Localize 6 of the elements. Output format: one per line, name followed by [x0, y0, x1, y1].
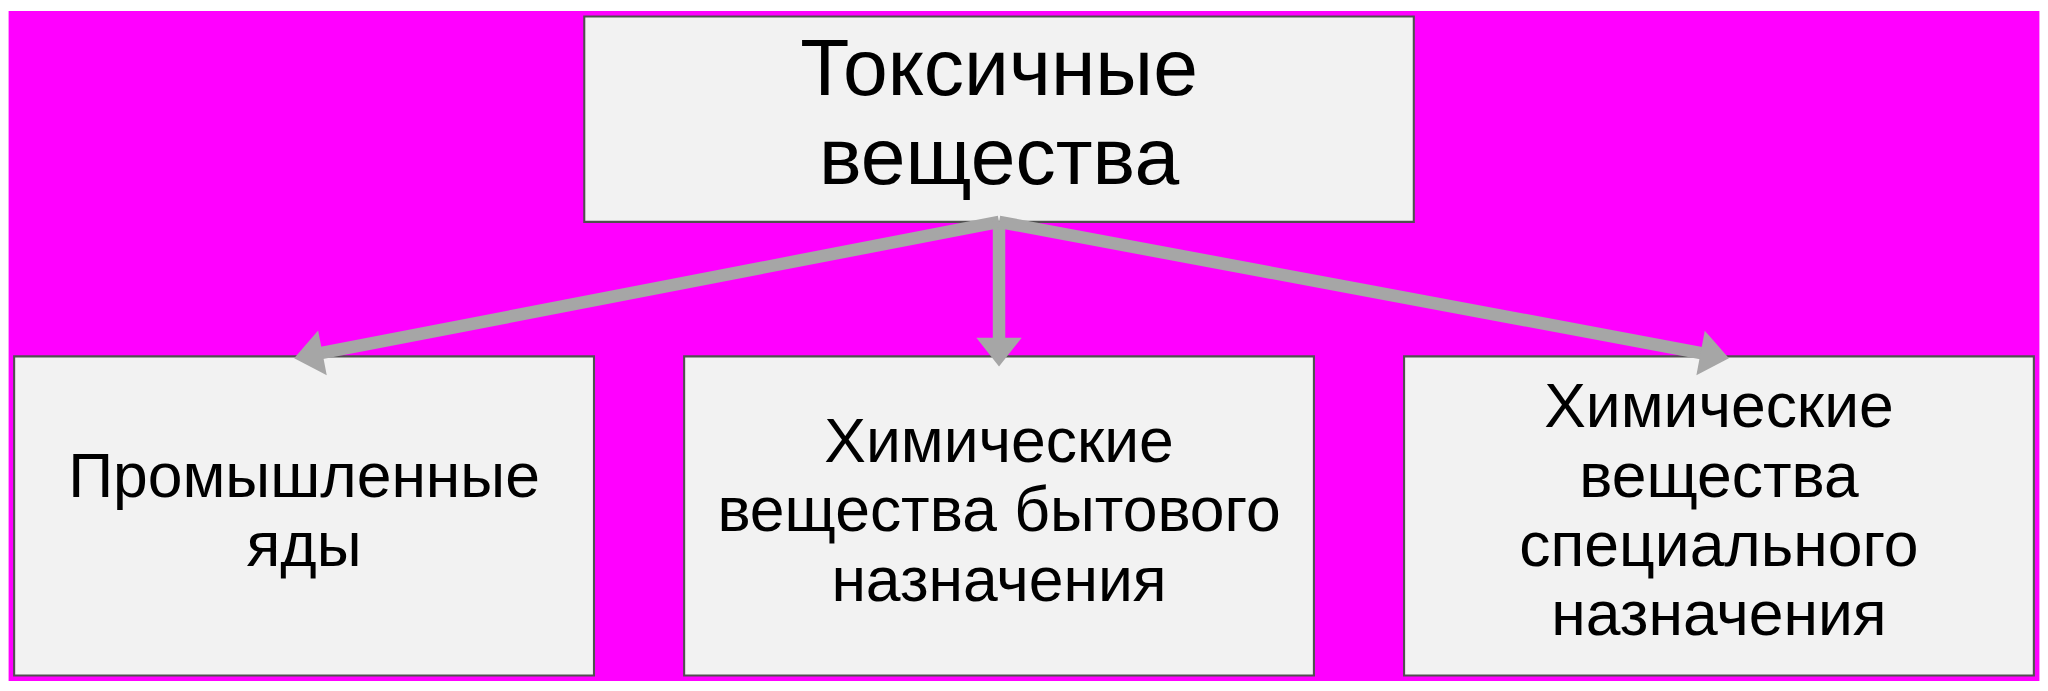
node-box: Химические вещества специального назначения — [1403, 354, 2035, 676]
node-box: Промышленные яды — [13, 354, 595, 676]
node-box: Токсичные вещества — [583, 15, 1415, 223]
node-box: Химические вещества бытового назначения — [683, 354, 1315, 676]
arrow — [294, 215, 1001, 375]
arrow — [997, 215, 1729, 375]
